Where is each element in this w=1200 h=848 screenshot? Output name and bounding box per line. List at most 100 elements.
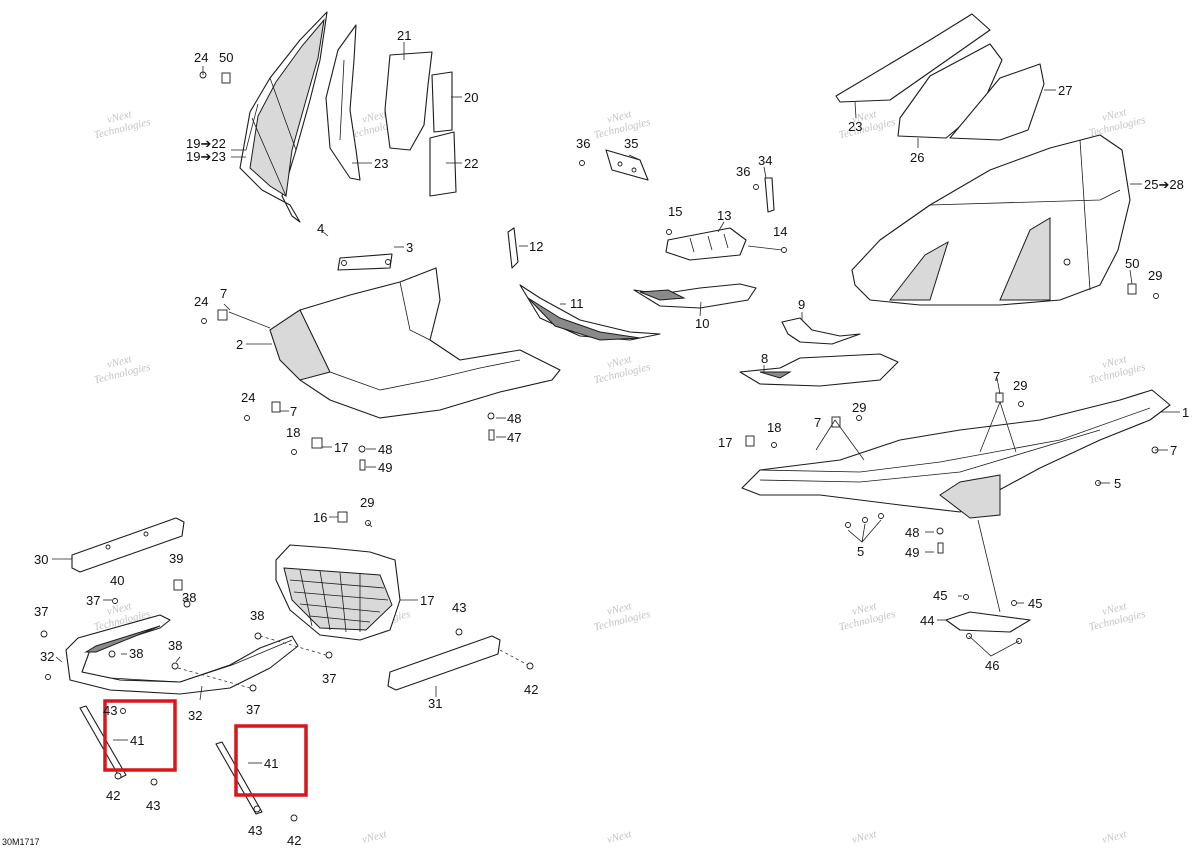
callout-48: 48 bbox=[507, 411, 521, 426]
callout-7: 7 bbox=[993, 369, 1000, 384]
highlight-box-41-left bbox=[103, 699, 177, 772]
callout-10: 10 bbox=[695, 316, 709, 331]
callout-40: 40 bbox=[110, 573, 124, 588]
callout-22: 22 bbox=[464, 156, 478, 171]
bracket-41-left bbox=[79, 705, 158, 786]
callout-25-28: 25➔28 bbox=[1144, 177, 1184, 192]
callout-1: 1 bbox=[1182, 405, 1189, 420]
callout-29: 29 bbox=[1013, 378, 1027, 393]
callout-48: 48 bbox=[905, 525, 919, 540]
callout-46: 46 bbox=[985, 658, 999, 673]
callout-17: 17 bbox=[334, 440, 348, 455]
callout-42: 42 bbox=[106, 788, 120, 803]
highlight-box-41-right bbox=[234, 724, 308, 797]
callout-4: 4 bbox=[317, 221, 324, 236]
svg-text:vNext: vNext bbox=[1101, 828, 1129, 846]
callout-24: 24 bbox=[194, 50, 208, 65]
side-panel-assembly-left bbox=[199, 11, 457, 223]
callout-37: 37 bbox=[86, 593, 100, 608]
watermark: vNext bbox=[606, 828, 634, 846]
callout-37: 37 bbox=[246, 702, 260, 717]
svg-text:vNext: vNext bbox=[851, 828, 879, 846]
callout-3: 3 bbox=[406, 240, 413, 255]
callout-48: 48 bbox=[378, 442, 392, 457]
callout-29: 29 bbox=[360, 495, 374, 510]
callout-32: 32 bbox=[188, 708, 202, 723]
callout-38: 38 bbox=[168, 638, 182, 653]
callout-45: 45 bbox=[1028, 596, 1042, 611]
callout-20: 20 bbox=[464, 90, 478, 105]
side-panel-assembly-right bbox=[835, 13, 1159, 306]
callout-labels: 24 50 21 20 19➔22 19➔23 23 22 4 3 12 24 … bbox=[34, 28, 1189, 848]
callout-39: 39 bbox=[169, 551, 183, 566]
callout-15: 15 bbox=[668, 204, 682, 219]
callout-2: 2 bbox=[236, 337, 243, 352]
callout-8: 8 bbox=[761, 351, 768, 366]
callout-26: 26 bbox=[910, 150, 924, 165]
callout-41: 41 bbox=[130, 733, 144, 748]
callout-14: 14 bbox=[773, 224, 787, 239]
callout-19-22: 19➔22 bbox=[186, 136, 226, 151]
callout-24: 24 bbox=[241, 390, 255, 405]
running-board-right bbox=[741, 389, 1171, 644]
callout-50: 50 bbox=[219, 50, 233, 65]
callout-36: 36 bbox=[576, 136, 590, 151]
callout-17: 17 bbox=[718, 435, 732, 450]
callout-24: 24 bbox=[194, 294, 208, 309]
callout-29: 29 bbox=[852, 400, 866, 415]
callout-17: 17 bbox=[420, 593, 434, 608]
callout-7: 7 bbox=[814, 415, 821, 430]
callout-36: 36 bbox=[736, 164, 750, 179]
callout-42: 42 bbox=[287, 833, 301, 848]
callout-18: 18 bbox=[767, 420, 781, 435]
callout-21: 21 bbox=[397, 28, 411, 43]
callout-37: 37 bbox=[34, 604, 48, 619]
callout-44: 44 bbox=[920, 613, 934, 628]
callout-5: 5 bbox=[1114, 476, 1121, 491]
floor-panel-front-left bbox=[201, 227, 757, 471]
bumper-assembly bbox=[40, 517, 534, 695]
callout-23: 23 bbox=[374, 156, 388, 171]
callout-11: 11 bbox=[570, 296, 584, 311]
callout-23: 23 bbox=[848, 119, 862, 134]
watermark: vNext bbox=[361, 828, 389, 846]
callout-43: 43 bbox=[103, 703, 117, 718]
callout-31: 31 bbox=[428, 696, 442, 711]
callout-7: 7 bbox=[220, 286, 227, 301]
callout-7: 7 bbox=[290, 404, 297, 419]
callout-43: 43 bbox=[452, 600, 466, 615]
bracket-cluster-top bbox=[579, 149, 899, 387]
callout-45: 45 bbox=[933, 588, 947, 603]
callout-16: 16 bbox=[313, 510, 327, 525]
callout-37: 37 bbox=[322, 671, 336, 686]
callout-29: 29 bbox=[1148, 268, 1162, 283]
callout-47: 47 bbox=[507, 430, 521, 445]
callout-49: 49 bbox=[905, 545, 919, 560]
watermark: vNext bbox=[851, 828, 879, 846]
callout-35: 35 bbox=[624, 136, 638, 151]
callout-9: 9 bbox=[798, 297, 805, 312]
callout-38: 38 bbox=[129, 646, 143, 661]
callout-5: 5 bbox=[857, 544, 864, 559]
svg-text:vNext: vNext bbox=[606, 828, 634, 846]
callout-34: 34 bbox=[758, 153, 772, 168]
callout-50: 50 bbox=[1125, 256, 1139, 271]
callout-43: 43 bbox=[248, 823, 262, 838]
callout-13: 13 bbox=[717, 208, 731, 223]
callout-38: 38 bbox=[250, 608, 264, 623]
callout-49: 49 bbox=[378, 460, 392, 475]
callout-18: 18 bbox=[286, 425, 300, 440]
bracket-41-right bbox=[215, 741, 298, 822]
watermark: vNext bbox=[1101, 828, 1129, 846]
drawing-code: 30M1717 bbox=[2, 837, 40, 847]
leader-lines bbox=[52, 42, 1180, 764]
callout-42: 42 bbox=[524, 682, 538, 697]
